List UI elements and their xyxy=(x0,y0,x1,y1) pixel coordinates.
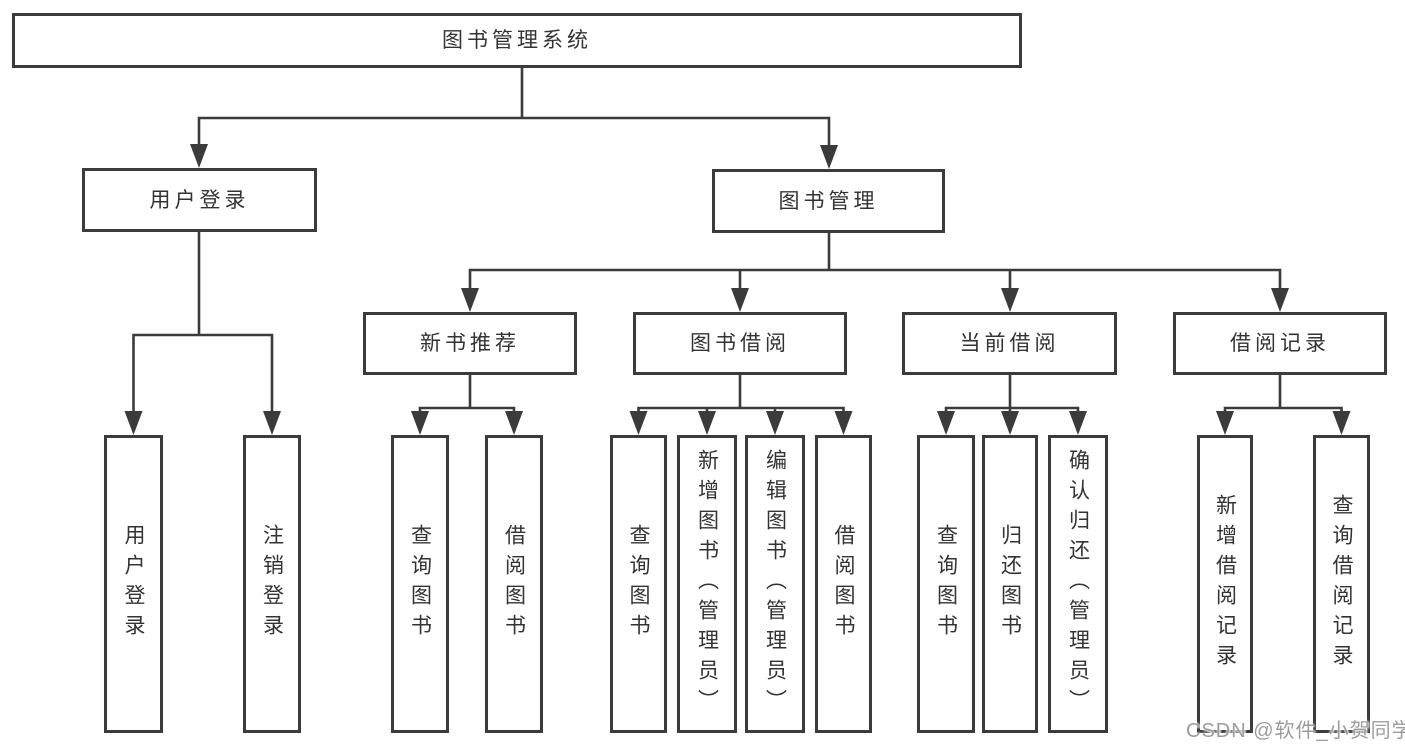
leaf-borrow-books: 借阅图书 xyxy=(815,435,872,733)
node-root: 图书管理系统 xyxy=(12,13,1022,68)
connector-bookmgmt-to-level3 xyxy=(461,233,1289,312)
watermark: CSDN @软件_小贺同学 xyxy=(1186,720,1405,742)
connector-current-to-leaves xyxy=(937,375,1087,435)
leaf-borrow-books: 借阅图书 xyxy=(485,435,543,733)
leaf-add-borrow-record: 新增借阅记录 xyxy=(1197,435,1253,733)
leaf-user-login: 用户登录 xyxy=(104,435,163,733)
node-new-book-recommend: 新书推荐 xyxy=(363,312,577,375)
leaf-query-books: 查询图书 xyxy=(917,435,975,733)
connector-userlogin-to-leaves xyxy=(124,232,281,435)
leaf-return-books: 归还图书 xyxy=(982,435,1038,733)
leaf-query-borrow-record: 查询借阅记录 xyxy=(1313,435,1370,733)
connector-newbook-to-leaves xyxy=(411,375,523,435)
leaf-query-books: 查询图书 xyxy=(610,435,667,733)
leaf-query-books: 查询图书 xyxy=(391,435,449,733)
node-borrow-records: 借阅记录 xyxy=(1173,312,1387,375)
leaf-edit-books-admin: 编辑图书（管理员） xyxy=(745,435,805,733)
connector-borrow-to-leaves xyxy=(629,375,853,435)
node-user-login: 用户登录 xyxy=(82,168,317,232)
node-book-management: 图书管理 xyxy=(712,169,945,233)
connector-records-to-leaves xyxy=(1216,375,1351,435)
node-book-borrow: 图书借阅 xyxy=(633,312,847,375)
connector-root-to-level2 xyxy=(190,68,838,169)
leaf-logout: 注销登录 xyxy=(243,435,301,733)
leaf-add-books-admin: 新增图书（管理员） xyxy=(677,435,737,733)
leaf-confirm-return-admin: 确认归还（管理员） xyxy=(1048,435,1108,733)
node-current-borrow: 当前借阅 xyxy=(902,312,1117,375)
